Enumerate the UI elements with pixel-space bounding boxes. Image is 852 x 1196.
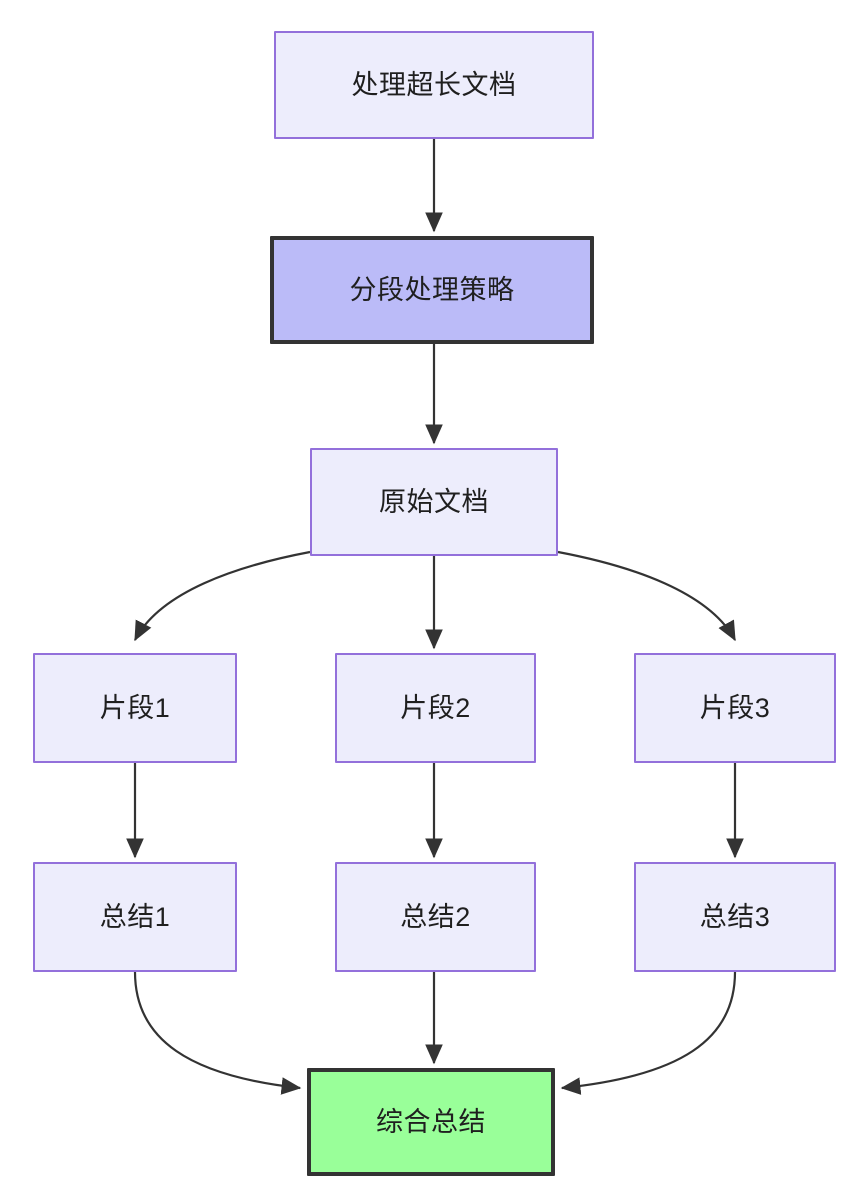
node-label: 处理超长文档 xyxy=(351,69,517,100)
node-summary-3[interactable]: 总结3 xyxy=(634,862,836,972)
node-label: 原始文档 xyxy=(379,486,489,517)
node-label: 片段3 xyxy=(699,692,771,723)
node-original-document[interactable]: 原始文档 xyxy=(310,448,558,556)
node-label: 总结2 xyxy=(400,901,471,932)
node-label: 总结1 xyxy=(99,901,171,932)
node-process-long-document[interactable]: 处理超长文档 xyxy=(274,31,594,139)
node-fragment-3[interactable]: 片段3 xyxy=(634,653,836,763)
edge-n3-n6 xyxy=(557,550,736,642)
edge-n3-n4 xyxy=(134,550,311,642)
node-chunking-strategy[interactable]: 分段处理策略 xyxy=(270,236,594,344)
node-fragment-1[interactable]: 片段1 xyxy=(33,653,237,763)
node-final-summary[interactable]: 综合总结 xyxy=(307,1068,555,1176)
node-label: 片段1 xyxy=(99,692,171,723)
node-label: 总结3 xyxy=(699,901,771,932)
node-label: 片段2 xyxy=(400,692,471,723)
node-label: 综合总结 xyxy=(376,1106,486,1137)
node-summary-2[interactable]: 总结2 xyxy=(335,862,536,972)
edge-n9-n10 xyxy=(560,971,737,1095)
node-label: 分段处理策略 xyxy=(349,274,515,305)
node-fragment-2[interactable]: 片段2 xyxy=(335,653,536,763)
edge-n7-n10 xyxy=(133,971,302,1095)
node-summary-1[interactable]: 总结1 xyxy=(33,862,237,972)
